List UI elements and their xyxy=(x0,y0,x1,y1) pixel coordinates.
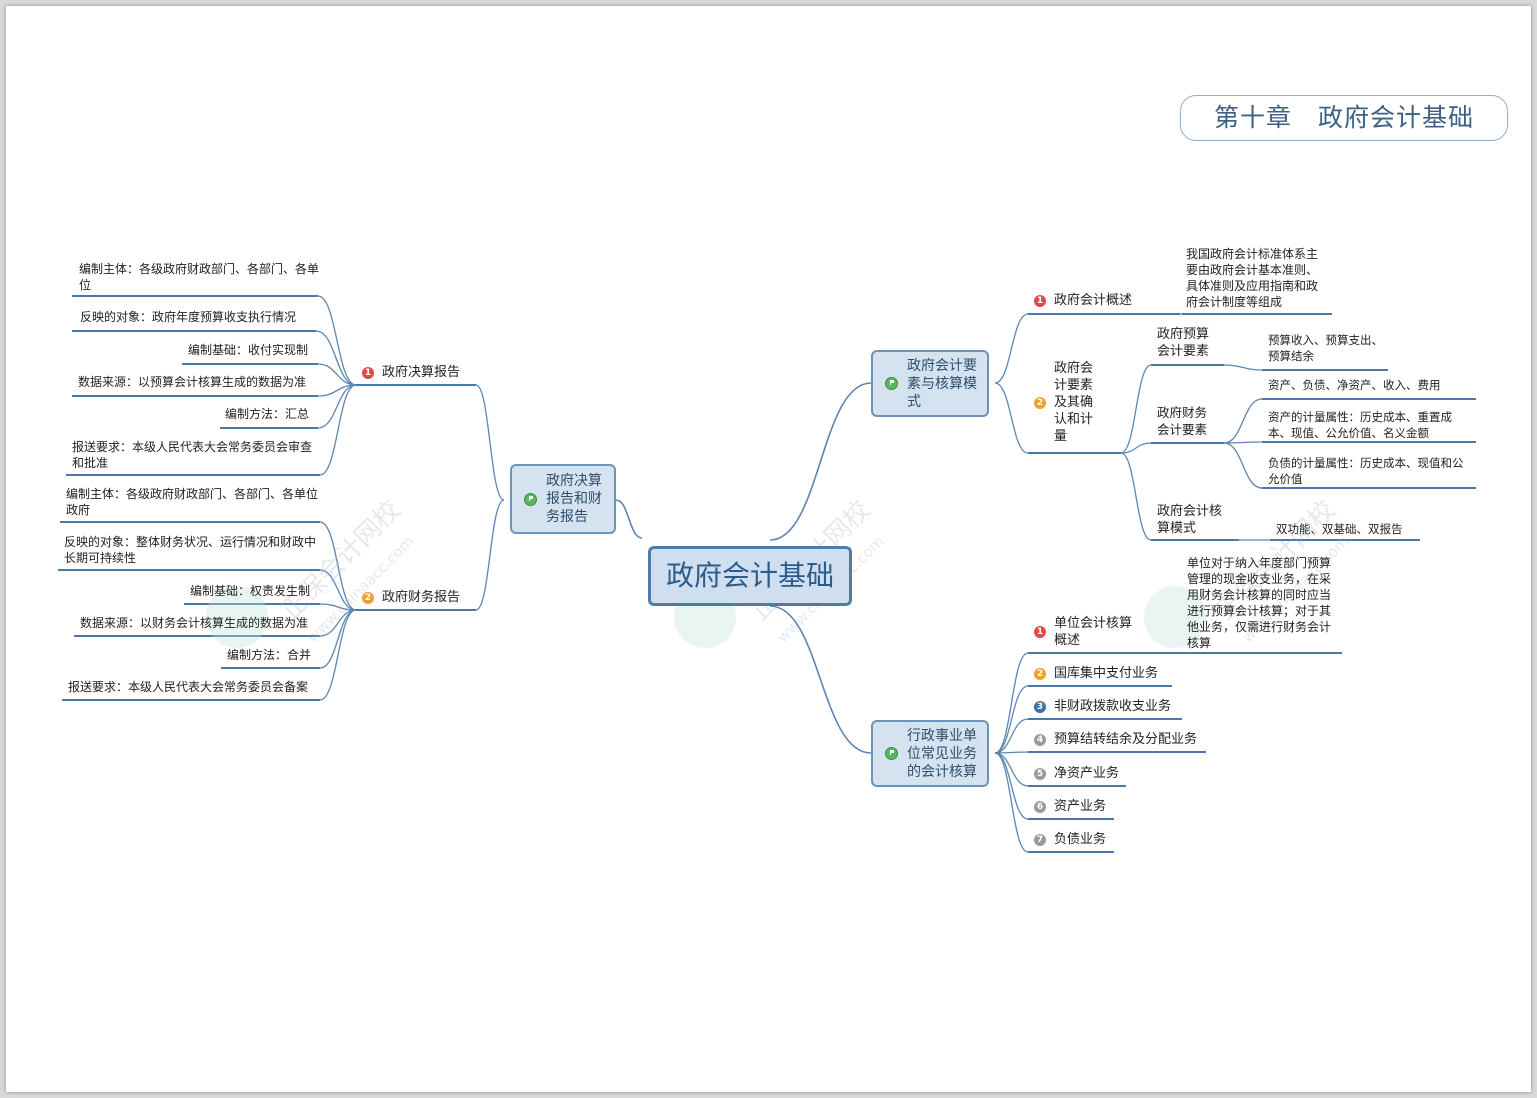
connector-rb-sub xyxy=(994,718,1029,754)
connector-rb-sub xyxy=(994,685,1029,754)
root-topic[interactable]: 政府会计基础 xyxy=(648,546,852,606)
number-2-icon: 2 xyxy=(362,592,374,604)
element-budget[interactable]: 政府预算 会计要素 xyxy=(1157,327,1210,359)
connector-leaf xyxy=(319,569,357,611)
leaf-fin-method: 编制方法：合并 xyxy=(227,648,312,662)
leaf-liability-measure: 负债的计量属性：历史成本、现值和公允价值 xyxy=(1268,456,1464,486)
leaf-fin-object: 反映的对象：整体财务状况、运行情况和财政中长期可持续性 xyxy=(64,535,317,565)
connector-root-left xyxy=(615,499,643,539)
connector-leaf xyxy=(319,609,357,701)
leaf-fin-basis: 编制基础：权责发生制 xyxy=(190,584,311,598)
leaf-final-basis: 编制基础：收付实现制 xyxy=(188,343,309,357)
connector-rb-sub xyxy=(994,752,1029,787)
subtopic-label: 政府会 计要素 及其确 认和计 量 xyxy=(1054,361,1094,444)
chapter-title: 第十章 政府会计基础 xyxy=(1180,95,1508,141)
connector-elem-fin xyxy=(1120,442,1152,454)
watermark-logo xyxy=(1144,586,1206,648)
subtopic-label: 单位会计核算 概述 xyxy=(1054,616,1133,648)
topic-label: 行政事业单 位常见业务 的会计核算 xyxy=(907,727,977,780)
flag-icon xyxy=(885,747,898,760)
connector-rt-sub2 xyxy=(994,382,1029,454)
connector-leaf xyxy=(1223,398,1263,444)
leaf-unit-overview: 单位对于纳入年度部门预算管理的现金收支业务，在采用财务会计核算的同时应当进行预算… xyxy=(1187,556,1332,650)
leaf-overview: 我国政府会计标准体系主要由政府会计基本准则、具体准则及应用指南和政府会计制度等组… xyxy=(1186,247,1319,309)
leaf-asset-measure: 资产的计量属性：历史成本、重置成本、现值、公允价值、名义金额 xyxy=(1268,410,1452,440)
leaf-fin-source: 数据来源：以财务会计核算生成的数据为准 xyxy=(80,616,309,630)
number-1-icon: 1 xyxy=(1034,626,1046,638)
flag-icon xyxy=(524,492,537,506)
leaf-final-subject: 编制主体：各级政府财政部门、各部门、各单位 xyxy=(79,262,320,292)
connector-left-sub2 xyxy=(475,499,505,611)
leaf-final-method: 编制方法：汇总 xyxy=(225,407,310,421)
watermark-logo xyxy=(206,586,268,648)
element-financial[interactable]: 政府财务 会计要素 xyxy=(1157,405,1208,437)
subtopic-unit-overview[interactable]: 1 单位会计核算 概述 xyxy=(1034,615,1132,649)
connector-leaf xyxy=(319,384,357,476)
flag-icon xyxy=(885,377,898,390)
connector-leaf xyxy=(1223,441,1263,444)
connector-rb-sub xyxy=(994,652,1029,754)
connector-lines xyxy=(58,295,1476,853)
number-1-icon: 1 xyxy=(1034,295,1046,307)
connector-leaf xyxy=(319,609,357,669)
leaf-budget-elements: 预算收入、预算支出、预算结余 xyxy=(1268,333,1383,363)
number-4-icon: 4 xyxy=(1034,734,1046,746)
leaf-financial-elements: 资产、负债、净资产、收入、费用 xyxy=(1268,378,1441,392)
number-2-icon: 2 xyxy=(1034,396,1046,409)
connector-rb-sub xyxy=(994,752,1029,820)
connector-leaf xyxy=(317,295,357,386)
leaf-final-object: 反映的对象：政府年度预算收支执行情况 xyxy=(80,310,297,324)
connector-elem-budget xyxy=(1120,364,1152,454)
number-2-icon: 2 xyxy=(1034,668,1046,680)
topic-label: 政府会计要 素与核算模 式 xyxy=(907,357,977,410)
leaf-final-submit: 报送要求：本级人民代表大会常务委员会审查和批准 xyxy=(72,440,313,470)
connector-leaf xyxy=(317,384,357,429)
topic-unit-business-accounting[interactable]: 行政事业单 位常见业务 的会计核算 xyxy=(871,720,989,787)
leaf-fin-subject: 编制主体：各级政府财政部门、各部门、各单位政府 xyxy=(66,487,319,517)
connector-elem-mode xyxy=(1120,452,1152,541)
connector-leaf xyxy=(317,363,357,386)
topic-accounting-elements[interactable]: 政府会计要 素与核算模 式 xyxy=(871,350,989,417)
number-6-icon: 6 xyxy=(1034,801,1046,813)
number-1-icon: 1 xyxy=(362,367,374,379)
leaf-final-source: 数据来源：以预算会计核算生成的数据为准 xyxy=(78,375,307,389)
number-7-icon: 7 xyxy=(1034,834,1046,846)
subtopic-elements[interactable]: 2 政府会 计要素 及其确 认和计 量 xyxy=(1034,360,1093,445)
connector-rb-sub xyxy=(994,752,1029,853)
connector-root-right-top xyxy=(769,382,872,541)
number-3-icon: 3 xyxy=(1034,701,1046,713)
connector-leaf xyxy=(319,521,357,611)
leaf-mode: 双功能、双基础、双报告 xyxy=(1276,522,1403,536)
topic-final-and-financial-report[interactable]: 政府决算 报告和财 务报告 xyxy=(510,464,616,534)
connector-leaf xyxy=(315,330,357,386)
connector-left-sub1 xyxy=(475,384,505,501)
leaf-fin-submit: 报送要求：本级人民代表大会常务委员会备案 xyxy=(68,680,309,694)
connector-leaf xyxy=(1223,364,1263,371)
number-5-icon: 5 xyxy=(1034,768,1046,780)
element-mode[interactable]: 政府会计核 算模式 xyxy=(1157,504,1223,536)
topic-label: 政府决算 报告和财 务报告 xyxy=(546,473,602,525)
connector-leaf xyxy=(1223,442,1263,489)
connector-rt-sub1 xyxy=(994,313,1029,384)
connector-root-right-bottom xyxy=(769,605,872,754)
